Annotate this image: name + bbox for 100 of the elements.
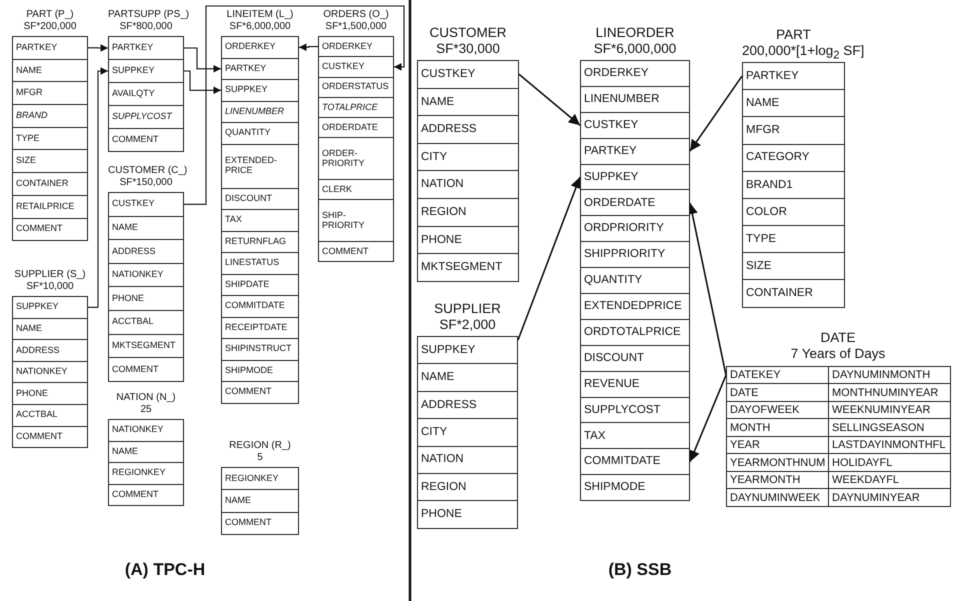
field-cell: DAYNUMINWEEK bbox=[726, 488, 829, 507]
field-cell: CITY bbox=[417, 142, 519, 172]
field-cell: ORDERDATE bbox=[580, 189, 690, 216]
field-cell: SUPPKEY bbox=[108, 59, 184, 83]
field-cell: LINESTATUS bbox=[221, 252, 299, 274]
field-cell: TYPE bbox=[12, 126, 88, 150]
row-count: SF*6,000,000 bbox=[229, 21, 291, 32]
field-cell: NAME bbox=[108, 216, 184, 240]
field-cell: PARTKEY bbox=[580, 138, 690, 165]
field-cell: SUPPKEY bbox=[580, 164, 690, 190]
field-cell: SUPPLYCOST bbox=[580, 396, 690, 424]
field-cell: SHIPMODE bbox=[580, 474, 690, 502]
table-title: DATE bbox=[820, 330, 856, 345]
table-title: CUSTOMER (C_) bbox=[108, 165, 188, 176]
field-cell: MKTSEGMENT bbox=[417, 253, 519, 282]
field-cell: CLERK bbox=[318, 179, 394, 200]
field-cell: SIZE bbox=[742, 252, 845, 280]
table-title: ORDERS (O_) bbox=[323, 9, 389, 20]
field-cell: COMMITDATE bbox=[580, 448, 690, 476]
field-cell: REGION bbox=[417, 472, 518, 502]
field-cell: NAME bbox=[221, 489, 299, 513]
field-cell: SUPPKEY bbox=[417, 336, 518, 364]
field-cell: NATIONKEY bbox=[12, 360, 88, 384]
table-title: NATION (N_) bbox=[116, 392, 176, 403]
row-count: SF*6,000,000 bbox=[594, 40, 676, 56]
field-cell: RETAILPRICE bbox=[12, 194, 88, 218]
panel-caption: (B) SSB bbox=[608, 560, 672, 580]
field-cell: NAME bbox=[12, 318, 88, 340]
table-title: PART (P_) bbox=[26, 9, 74, 20]
row-count: SF*1,500,000 bbox=[325, 21, 387, 32]
field-cell: MFGR bbox=[742, 116, 845, 145]
field-cell: REGIONKEY bbox=[221, 467, 299, 490]
arrow bbox=[299, 43, 318, 52]
row-count: SF*10,000 bbox=[26, 281, 74, 292]
field-cell: PARTKEY bbox=[742, 62, 845, 90]
table-title: PART bbox=[776, 26, 811, 42]
field-cell: REGION bbox=[417, 198, 519, 227]
field-cell: NATION bbox=[417, 446, 518, 474]
field-cell: CUSTKEY bbox=[108, 192, 184, 217]
field-cell: COLOR bbox=[742, 198, 845, 226]
table-title: REGION (R_) bbox=[229, 440, 291, 451]
field-cell: ORDTOTALPRICE bbox=[580, 318, 690, 346]
arrow bbox=[88, 44, 108, 52]
field-cell: DAYNUMINYEAR bbox=[828, 488, 951, 507]
field-cell: ORDERKEY bbox=[580, 60, 690, 87]
field-cell: DISCOUNT bbox=[580, 344, 690, 372]
field-cell: NAME bbox=[417, 88, 519, 116]
field-cell: ACCTBAL bbox=[12, 404, 88, 427]
field-cell: REVENUE bbox=[580, 370, 690, 398]
field-cell: ADDRESS bbox=[12, 339, 88, 362]
field-cell: AVAILQTY bbox=[108, 82, 184, 106]
field-cell: REGIONKEY bbox=[108, 462, 184, 484]
arrow bbox=[689, 374, 727, 462]
table-title: PARTSUPP (PS_) bbox=[108, 9, 190, 20]
field-cell: SHIP- PRIORITY bbox=[318, 199, 394, 242]
table-title: SUPPLIER bbox=[434, 300, 501, 316]
field-cell: PHONE bbox=[417, 500, 518, 529]
field-cell: COMMENT bbox=[108, 128, 184, 152]
field-cell: TAX bbox=[221, 209, 299, 232]
row-count: 5 bbox=[257, 452, 263, 463]
field-cell: MKTSEGMENT bbox=[108, 334, 184, 358]
row-count: SF*150,000 bbox=[120, 177, 172, 188]
field-cell: NAME bbox=[742, 89, 845, 118]
field-cell: COMMENT bbox=[12, 426, 88, 448]
field-cell: ORDERDATE bbox=[318, 117, 394, 138]
field-cell: CITY bbox=[417, 418, 518, 447]
field-cell: ORDPRIORITY bbox=[580, 215, 690, 242]
field-cell: CONTAINER bbox=[742, 279, 845, 308]
field-cell: MFGR bbox=[12, 81, 88, 106]
field-cell: QUANTITY bbox=[221, 122, 299, 144]
field-cell: RETURNFLAG bbox=[221, 230, 299, 253]
field-cell: CUSTKEY bbox=[417, 60, 519, 89]
arrow bbox=[689, 76, 743, 152]
row-count: SF*800,000 bbox=[120, 21, 172, 32]
field-cell: COMMENT bbox=[108, 484, 184, 506]
field-cell: PHONE bbox=[417, 226, 519, 254]
field-cell: ORDER- PRIORITY bbox=[318, 137, 394, 180]
row-count: SF*30,000 bbox=[436, 40, 500, 56]
field-cell: SHIPINSTRUCT bbox=[221, 338, 299, 360]
field-cell: RECEIPTDATE bbox=[221, 316, 299, 339]
field-cell: DISCOUNT bbox=[221, 188, 299, 210]
table-title: CUSTOMER bbox=[429, 24, 506, 40]
arrow bbox=[517, 176, 582, 340]
arrow bbox=[184, 5, 405, 205]
field-cell: NATIONKEY bbox=[108, 262, 184, 288]
field-cell: ORDERSTATUS bbox=[318, 76, 394, 98]
field-cell: ADDRESS bbox=[417, 115, 519, 144]
field-cell: COMMENT bbox=[221, 381, 299, 404]
table-title: LINEORDER bbox=[596, 24, 674, 40]
field-cell: PARTKEY bbox=[108, 36, 184, 60]
field-cell: SHIPPRIORITY bbox=[580, 241, 690, 268]
field-cell: COMMENT bbox=[12, 218, 88, 242]
field-cell: NATION bbox=[417, 170, 519, 199]
arrow bbox=[88, 67, 108, 308]
field-cell: SUPPKEY bbox=[221, 79, 299, 102]
field-cell: EXTENDED- PRICE bbox=[221, 144, 299, 188]
row-count: SF*2,000 bbox=[439, 316, 496, 332]
row-count: SF*200,000 bbox=[24, 21, 76, 32]
row-count: 7 Years of Days bbox=[790, 346, 886, 361]
row-count: 200,000*[1+log$_{2}$ SF] bbox=[742, 42, 864, 58]
